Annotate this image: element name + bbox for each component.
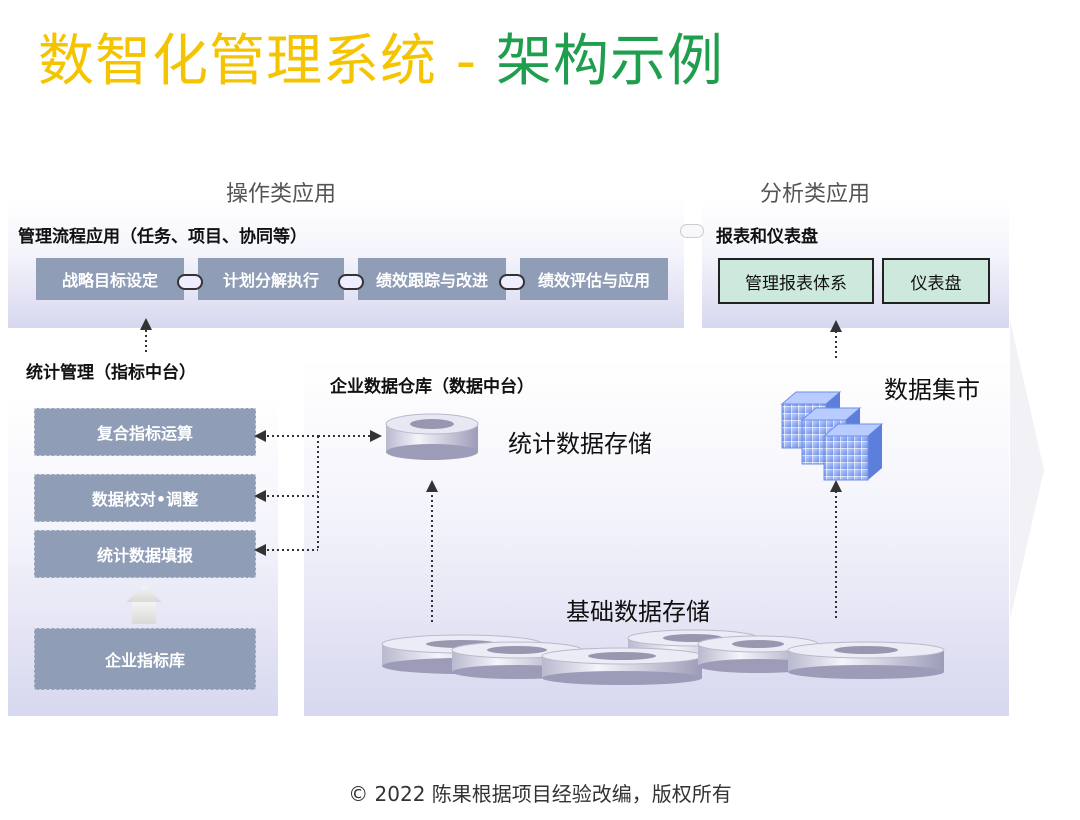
stats-mgmt-label: 统计管理（指标中台） bbox=[26, 363, 196, 383]
panel-connector bbox=[680, 224, 704, 238]
composite-index-box: 复合指标运算 bbox=[34, 408, 256, 456]
dashboard-box: 仪表盘 bbox=[882, 258, 990, 304]
arrowhead-to-storage bbox=[370, 430, 382, 442]
data-check-box: 数据校对•调整 bbox=[34, 474, 256, 522]
step-evaluate: 绩效评估与应用 bbox=[520, 258, 668, 300]
page-title: 数智化管理系统 - 架构示例 bbox=[38, 22, 724, 102]
arrowhead-base-to-mart bbox=[830, 480, 842, 492]
step-strategy: 战略目标设定 bbox=[36, 258, 184, 300]
stat-fill-box: 统计数据填报 bbox=[34, 530, 256, 578]
data-mart-label: 数据集市 bbox=[884, 376, 980, 404]
flow-label: 管理流程应用（任务、项目、协同等） bbox=[18, 227, 307, 247]
step-track: 绩效跟踪与改进 bbox=[358, 258, 506, 300]
stat-storage-disk-icon bbox=[385, 413, 479, 460]
analytics-label: 报表和仪表盘 bbox=[716, 227, 818, 247]
step-link-3 bbox=[499, 274, 525, 290]
title-separator: - bbox=[437, 29, 496, 94]
base-storage-label: 基础数据存储 bbox=[566, 598, 710, 626]
step-link-1 bbox=[177, 274, 203, 290]
title-part1: 数智化管理系统 bbox=[38, 29, 437, 94]
step-plan: 计划分解执行 bbox=[198, 258, 344, 300]
index-library-box: 企业指标库 bbox=[34, 628, 256, 690]
analytics-section-label: 分析类应用 bbox=[760, 182, 871, 207]
warehouse-label: 企业数据仓库（数据中台） bbox=[330, 377, 534, 397]
right-chevron-decoration bbox=[1010, 320, 1044, 620]
report-system-box: 管理报表体系 bbox=[718, 258, 874, 304]
arrows-storage-to-stats bbox=[262, 435, 372, 551]
stat-storage-label: 统计数据存储 bbox=[508, 430, 652, 458]
arrowhead-to-fill bbox=[254, 544, 266, 556]
arrowhead-to-check bbox=[254, 490, 266, 502]
data-mart-cubes-icon bbox=[780, 391, 884, 481]
arrowhead-to-composite bbox=[254, 430, 266, 442]
title-part2: 架构示例 bbox=[495, 29, 724, 94]
arrowhead-base-to-stat bbox=[426, 480, 438, 492]
arrowhead-stats-to-flow bbox=[140, 318, 152, 330]
copyright-footer: © 2022 陈果根据项目经验改编，版权所有 bbox=[348, 782, 732, 806]
operations-section-label: 操作类应用 bbox=[226, 182, 337, 207]
arrow-library-up bbox=[126, 586, 162, 624]
step-link-2 bbox=[338, 274, 364, 290]
base-storage-disk-icon bbox=[381, 629, 945, 685]
arrowhead-mart-to-dashboard bbox=[830, 320, 842, 332]
